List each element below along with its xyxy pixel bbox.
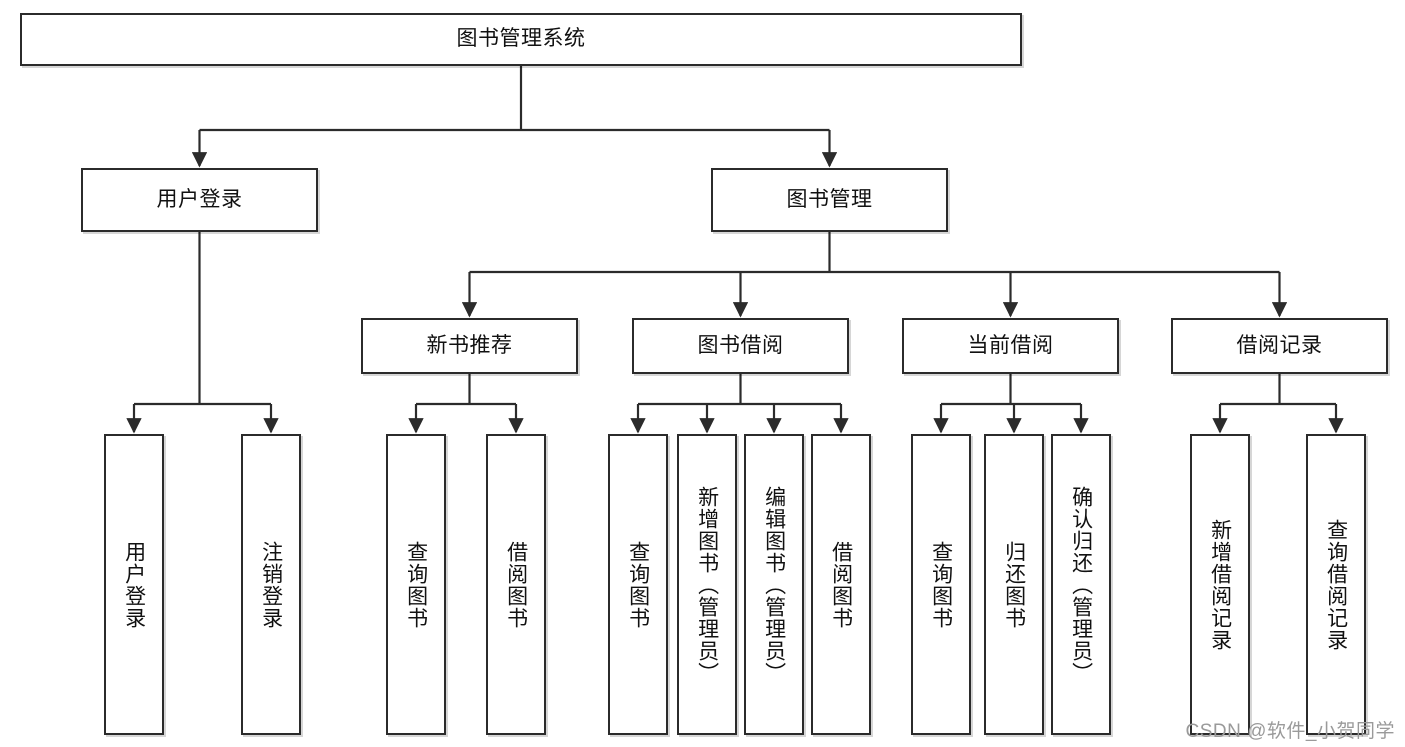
node-borrow[interactable]: 图书借阅 [632, 318, 849, 374]
node-l_logout[interactable]: 注销登录 [241, 434, 301, 735]
node-root[interactable]: 图书管理系统 [20, 13, 1022, 66]
node-label: 查询借阅记录 [1324, 518, 1348, 651]
node-label: 借阅图书 [504, 540, 528, 629]
node-l_addrec[interactable]: 新增借阅记录 [1190, 434, 1250, 735]
watermark-text: CSDN @软件_小贺同学 [1185, 721, 1395, 742]
node-label: 注销登录 [259, 540, 283, 629]
node-label: 新书推荐 [426, 333, 513, 357]
node-label: 新增图书（管理员） [695, 485, 719, 684]
node-label: 归还图书 [1002, 540, 1026, 629]
node-label: 当前借阅 [967, 333, 1054, 357]
node-l_bbook2[interactable]: 借阅图书 [811, 434, 871, 735]
node-l_qbook1[interactable]: 查询图书 [386, 434, 446, 735]
node-label: 借阅记录 [1236, 333, 1323, 357]
node-records[interactable]: 借阅记录 [1171, 318, 1388, 374]
node-l_qrec[interactable]: 查询借阅记录 [1306, 434, 1366, 735]
node-login[interactable]: 用户登录 [81, 168, 318, 232]
node-l_return[interactable]: 归还图书 [984, 434, 1044, 735]
node-bookmgmt[interactable]: 图书管理 [711, 168, 948, 232]
node-l_editbook[interactable]: 编辑图书（管理员） [744, 434, 804, 735]
node-l_qbook3[interactable]: 查询图书 [911, 434, 971, 735]
node-l_login[interactable]: 用户登录 [104, 434, 164, 735]
node-label: 新增借阅记录 [1208, 518, 1232, 651]
node-label: 图书管理系统 [456, 27, 586, 51]
node-l_qbook2[interactable]: 查询图书 [608, 434, 668, 735]
node-l_bbook1[interactable]: 借阅图书 [486, 434, 546, 735]
node-l_confirm[interactable]: 确认归还（管理员） [1051, 434, 1111, 735]
node-label: 查询图书 [626, 540, 650, 629]
node-label: 用户登录 [122, 540, 146, 629]
node-l_addbook[interactable]: 新增图书（管理员） [677, 434, 737, 735]
node-label: 用户登录 [156, 187, 243, 211]
node-label: 图书借阅 [697, 333, 784, 357]
node-label: 查询图书 [404, 540, 428, 629]
node-label: 查询图书 [929, 540, 953, 629]
node-label: 图书管理 [786, 187, 873, 211]
node-label: 编辑图书（管理员） [762, 485, 786, 684]
node-label: 借阅图书 [829, 540, 853, 629]
node-newbook[interactable]: 新书推荐 [361, 318, 578, 374]
node-current[interactable]: 当前借阅 [902, 318, 1119, 374]
node-label: 确认归还（管理员） [1069, 485, 1093, 684]
